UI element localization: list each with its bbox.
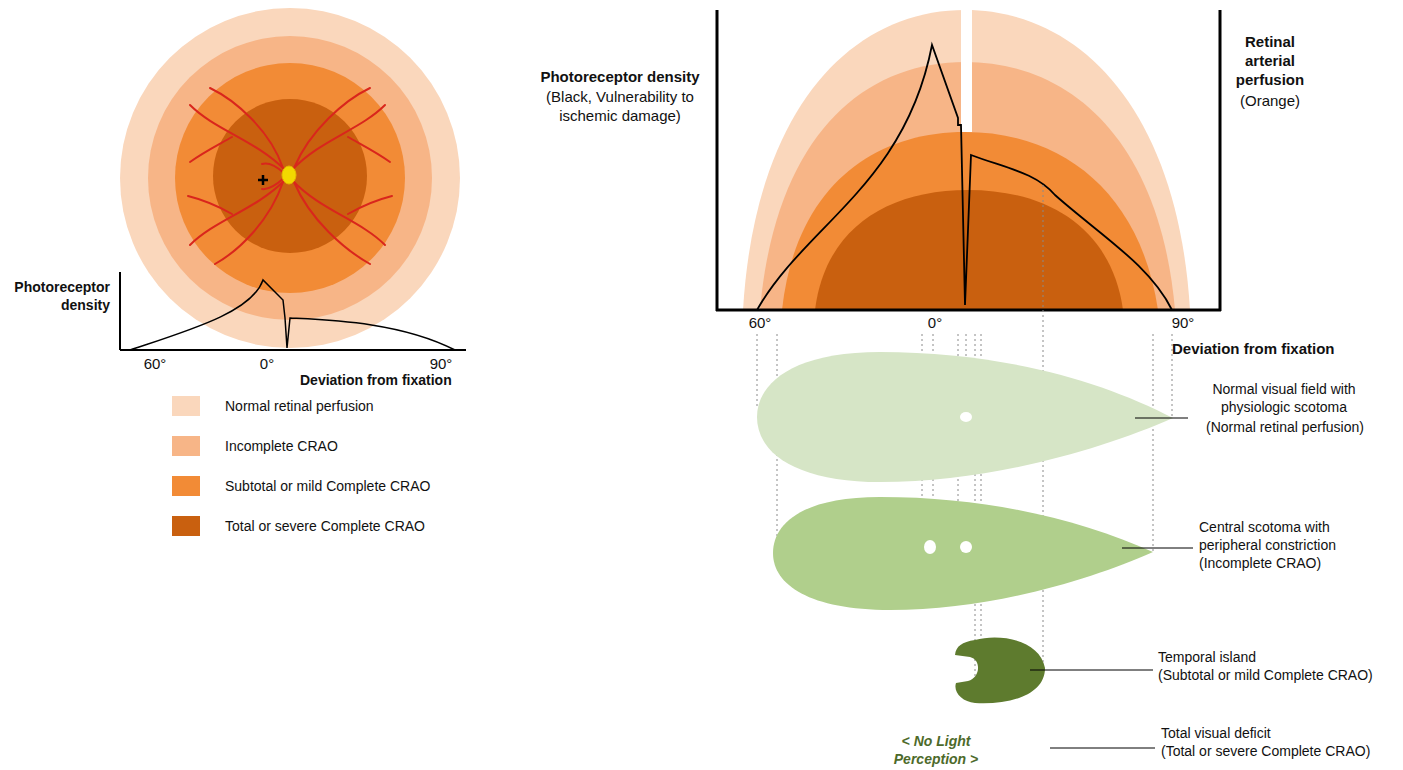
retinal-vessels (188, 88, 392, 264)
fixation-cross (258, 175, 268, 185)
leader-lines (1030, 418, 1193, 748)
legend-item: Normal retinal perfusion (172, 396, 374, 416)
subtotal-zone (175, 63, 405, 293)
field-label: Temporal island (1158, 649, 1398, 667)
legend-text: Incomplete CRAO (225, 438, 338, 454)
legend-item: Total or severe Complete CRAO (172, 516, 425, 536)
field-label: Central scotoma with peripheral constric… (1199, 519, 1384, 554)
field-label: (Total or severe Complete CRAO) (1161, 743, 1397, 761)
constricted-field (773, 497, 1153, 610)
field-label: Normal visual field with physiologic sco… (1194, 381, 1374, 416)
normal-field (757, 352, 1173, 482)
legend-item: Subtotal or mild Complete CRAO (172, 476, 430, 496)
total-zone (213, 99, 367, 253)
perfusion-chart (716, 0, 1221, 311)
field-label: (Incomplete CRAO) (1199, 555, 1384, 573)
axis-label: Photoreceptor density (520, 68, 720, 87)
axis-label: (Black, Vulnerability to ischemic damage… (522, 88, 718, 126)
legend-swatch (172, 476, 200, 496)
legend-swatch (172, 516, 200, 536)
blind-spot (960, 541, 972, 553)
legend-text: Subtotal or mild Complete CRAO (225, 478, 430, 494)
legend-item: Incomplete CRAO (172, 436, 338, 456)
photoreceptor-curve (757, 45, 1172, 310)
axis-tick: 0° (249, 355, 285, 374)
legend-swatch (172, 396, 200, 416)
axis-tick: 60° (137, 355, 173, 374)
field-label: (Subtotal or mild Complete CRAO) (1158, 667, 1398, 685)
legend-text: Normal retinal perfusion (225, 398, 374, 414)
optic-disc (282, 166, 296, 184)
small-density-graph (120, 272, 466, 350)
axis-tick: 90° (423, 355, 459, 374)
legend-text: Total or severe Complete CRAO (225, 518, 425, 534)
fundus-figure (120, 8, 460, 348)
incomplete-zone (148, 36, 432, 320)
field-label: Total visual deficit (1161, 725, 1397, 743)
axis-label: (Orange) (1228, 92, 1312, 111)
axis-title: Deviation from fixation (300, 372, 478, 390)
axis-tick: 0° (915, 314, 955, 333)
guide-lines (757, 185, 1172, 676)
axis-tick: 90° (1163, 314, 1203, 333)
band-gap (961, 0, 972, 132)
axis-title: Deviation from fixation (1172, 340, 1362, 359)
physiologic-scotoma (960, 412, 972, 422)
field-label: (Normal retinal perfusion) (1190, 419, 1380, 437)
axis-tick: 60° (740, 314, 780, 333)
legend-swatch (172, 436, 200, 456)
normal-zone (120, 8, 460, 348)
central-scotoma (924, 540, 936, 554)
visual-fields (757, 352, 1173, 703)
status-note: < No Light Perception > (878, 733, 994, 768)
axis-label: Retinal arterial perfusion (1228, 33, 1312, 89)
axis-label: Photoreceptor density (4, 279, 110, 314)
